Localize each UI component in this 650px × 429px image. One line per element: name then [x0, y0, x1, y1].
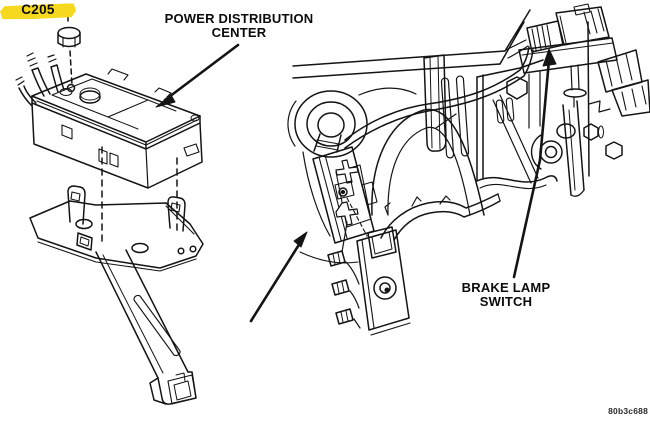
figure-code: 80b3c688: [608, 406, 648, 416]
brake-label-line2: SWITCH: [479, 294, 533, 309]
c205-arrow: [249, 231, 308, 323]
switch-housing-box: [356, 193, 501, 336]
pdc-label-line2: CENTER: [211, 25, 267, 40]
brake-lamp-switch-assembly: [505, 3, 618, 108]
bracket-arm: [95, 249, 197, 405]
connector-c205: [312, 146, 378, 244]
pedal-bracket: [440, 21, 650, 197]
pdc-label-line1: POWER DISTRIBUTION: [164, 11, 314, 26]
connector-c205-label: C205: [0, 0, 76, 20]
power-distribution-center-label: POWER DISTRIBUTION CENTER: [158, 12, 320, 40]
brake-label-line1: BRAKE LAMP: [461, 280, 551, 295]
wire-connectors: [327, 221, 361, 329]
mounting-nut: [57, 6, 81, 86]
firewall-grommet: [287, 90, 368, 158]
mounting-bracket: [29, 185, 204, 272]
power-distribution-center-box: [15, 52, 203, 244]
pdc-arrow: [155, 43, 240, 108]
callout-arrows: [155, 43, 557, 323]
brake-lamp-switch-label: BRAKE LAMP SWITCH: [450, 281, 562, 309]
dash-arch: [371, 108, 485, 216]
brake-switch-arrow: [512, 48, 557, 279]
wire-harness: [344, 46, 534, 152]
connector-c205-text: C205: [21, 2, 55, 17]
